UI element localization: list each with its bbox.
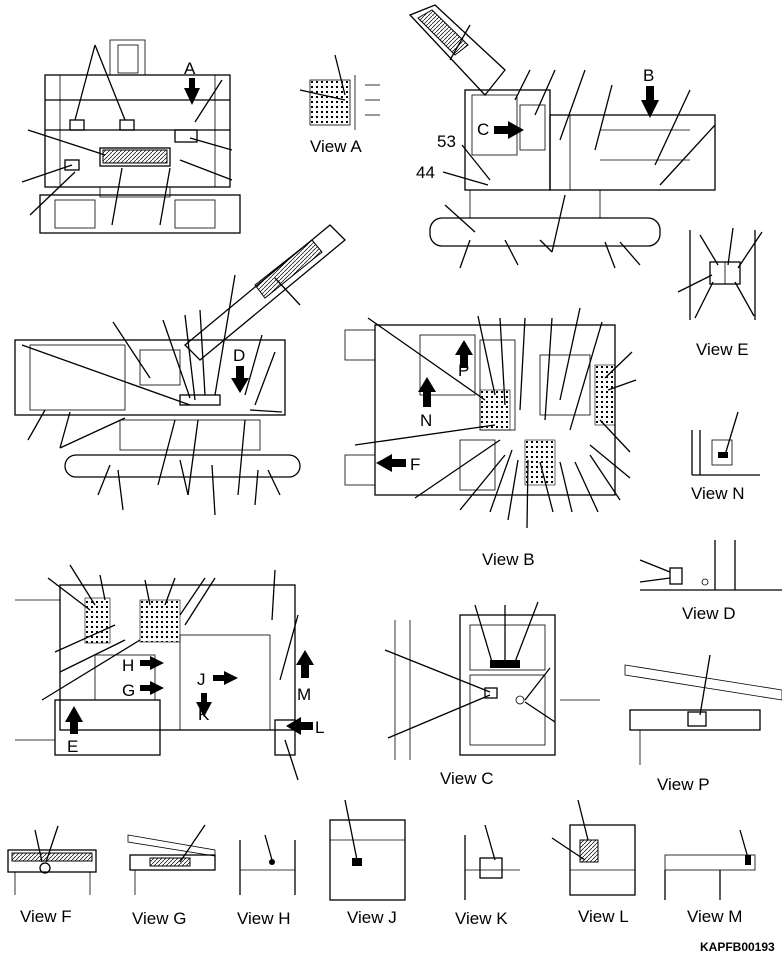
callout-44: 44 bbox=[416, 163, 435, 182]
arrow-letter-n: N bbox=[420, 411, 433, 430]
view-p-label: View P bbox=[657, 775, 710, 794]
arrow-letter-b: B bbox=[643, 66, 655, 85]
arrow-letter-e: E bbox=[67, 737, 79, 756]
view-n-detail bbox=[691, 411, 760, 476]
view-j-label: View J bbox=[347, 908, 397, 927]
view-f-detail bbox=[7, 825, 97, 895]
arrow-letter-k: K bbox=[198, 705, 210, 724]
drawing-code: KAPFB00193 bbox=[700, 940, 775, 954]
view-e-detail bbox=[677, 227, 763, 320]
view-c-label: View C bbox=[440, 769, 494, 788]
view-l-label: View L bbox=[578, 907, 629, 926]
view-b-label: View B bbox=[482, 550, 535, 569]
side-view-left bbox=[14, 224, 346, 516]
arrow-letter-p: P bbox=[458, 361, 470, 380]
view-d-label: View D bbox=[682, 604, 736, 623]
view-h-detail bbox=[239, 834, 296, 895]
arrow-letter-l: L bbox=[315, 718, 325, 737]
view-m-detail bbox=[664, 829, 756, 900]
arrow-letter-h: H bbox=[122, 656, 135, 675]
view-b-detail bbox=[344, 307, 637, 529]
view-m-label: View M bbox=[687, 907, 743, 926]
view-k-label: View K bbox=[455, 909, 508, 928]
arrow-letter-a: A bbox=[184, 59, 196, 78]
arrow-letter-m: M bbox=[297, 685, 312, 704]
arrow-letter-d: D bbox=[233, 346, 246, 365]
front-view-machine bbox=[21, 39, 241, 234]
arrow-letter-j: J bbox=[197, 670, 206, 689]
view-j-detail bbox=[329, 799, 406, 901]
view-p-detail bbox=[624, 654, 782, 765]
view-g-label: View G bbox=[132, 909, 187, 928]
view-k-detail bbox=[464, 824, 520, 900]
arrow-letter-g: G bbox=[122, 681, 136, 700]
arrow-letter-f: F bbox=[410, 455, 421, 474]
view-e-label: View E bbox=[696, 340, 749, 359]
upper-structure-view bbox=[15, 564, 314, 781]
view-f-label: View F bbox=[20, 907, 72, 926]
view-c-detail bbox=[384, 601, 600, 760]
view-l-detail bbox=[551, 799, 636, 896]
view-a-detail bbox=[299, 54, 380, 130]
arrow-letter-c: C bbox=[477, 120, 490, 139]
view-g-detail bbox=[127, 824, 216, 895]
view-n-label: View N bbox=[691, 484, 745, 503]
view-a-label: View A bbox=[310, 137, 362, 156]
view-h-label: View H bbox=[237, 909, 291, 928]
callout-53: 53 bbox=[437, 132, 456, 151]
view-d-detail bbox=[639, 540, 782, 591]
side-view-right bbox=[408, 4, 716, 269]
